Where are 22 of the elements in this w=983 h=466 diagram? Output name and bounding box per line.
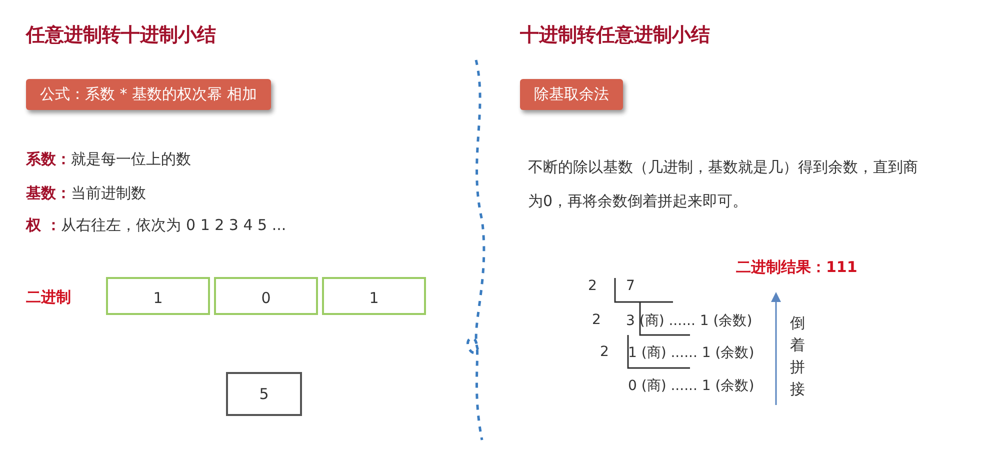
quotient-remainder-text: 1 (商) ...... 1 (余数) bbox=[628, 344, 754, 362]
digit-cell: 1 bbox=[106, 277, 210, 315]
heading: 十进制转任意进制小结 bbox=[520, 23, 710, 48]
formula-button-box: 公式：系数 * 基数的权次幂 相加 bbox=[26, 79, 271, 110]
digit-cell: 1 bbox=[322, 277, 426, 315]
digit-cell: 0 bbox=[214, 277, 318, 315]
dividend-number: 7 bbox=[626, 278, 635, 294]
row-label: 二进制 bbox=[26, 288, 71, 307]
definition-text: 系数：就是每一位上的数 bbox=[26, 150, 191, 169]
divisor-number: 2 bbox=[592, 312, 601, 328]
result-label: 二进制结果：111 bbox=[736, 258, 858, 277]
vertical-note: 倒着拼接 bbox=[790, 313, 806, 400]
heading: 任意进制转十进制小结 bbox=[26, 23, 216, 48]
definition-text: 权 ：从右往左，依次为 0 1 2 3 4 5 ... bbox=[26, 216, 286, 235]
divisor-number: 2 bbox=[588, 278, 597, 294]
divisor-number: 2 bbox=[600, 344, 609, 360]
result-box: 5 bbox=[226, 372, 302, 416]
quotient-remainder-text: 3 (商) ...... 1 (余数) bbox=[626, 312, 752, 330]
definition-text: 基数：当前进制数 bbox=[26, 184, 146, 203]
description-text: 不断的除以基数（几进制，基数就是几）得到余数，直到商为0，再将余数倒着拼起来即可。 bbox=[528, 157, 919, 212]
quotient-remainder-text: 0 (商) ...... 1 (余数) bbox=[628, 377, 754, 395]
method-button-box: 除基取余法 bbox=[520, 79, 623, 110]
